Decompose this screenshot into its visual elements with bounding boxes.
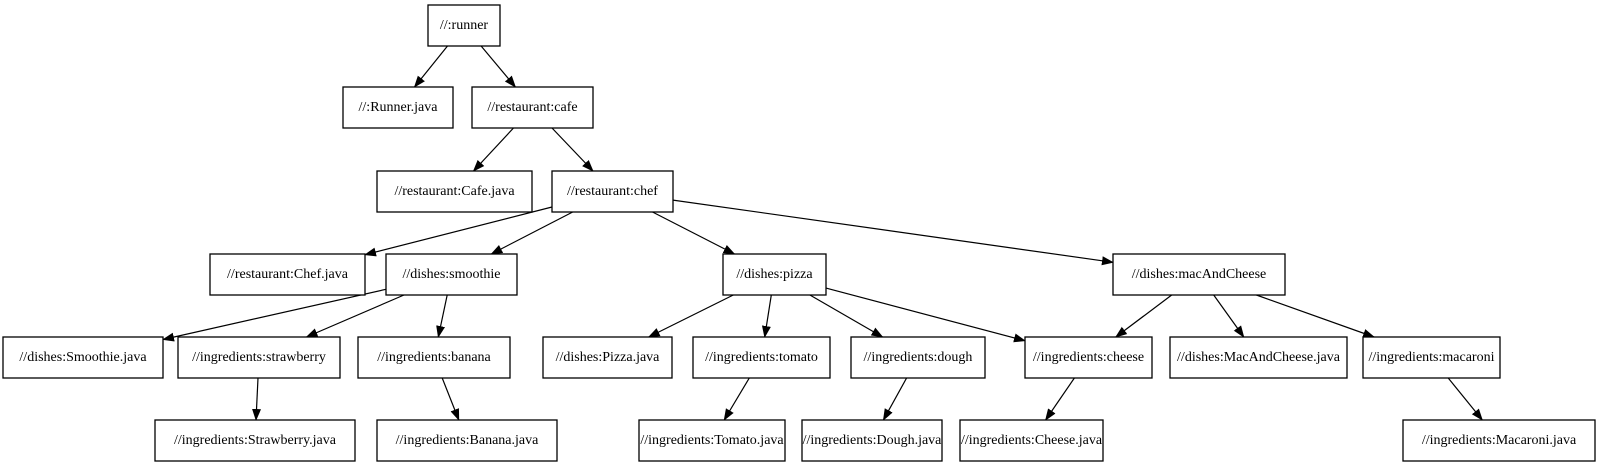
graph-node-box-pizza-java xyxy=(542,336,673,379)
graph-node-label-macaroni: //ingredients:macaroni xyxy=(1369,350,1495,365)
graph-node-label-banana: //ingredients:banana xyxy=(377,350,491,365)
graph-node-label-smoothie: //dishes:smoothie xyxy=(403,267,501,282)
graph-node-box-dough-java xyxy=(801,419,943,462)
graph-node-dough: //ingredients:dough xyxy=(850,336,986,379)
graph-node-pizza: //dishes:pizza xyxy=(722,253,827,296)
graph-node-tomato-java: //ingredients:Tomato.java xyxy=(638,419,786,462)
graph-node-macaroni: //ingredients:macaroni xyxy=(1362,336,1501,379)
graph-node-strawberry-java: //ingredients:Strawberry.java xyxy=(154,419,356,462)
graph-edge-pizza-to-tomato xyxy=(761,294,772,338)
graph-node-label-cafe: //restaurant:cafe xyxy=(487,100,577,115)
graph-node-label-mac-and-cheese: //dishes:macAndCheese xyxy=(1132,267,1267,282)
graph-edge-cheese-to-cheese-java xyxy=(1045,377,1075,421)
graph-edge-chef-to-mac-and-cheese xyxy=(672,199,1114,266)
graph-edge-dough-to-dough-java xyxy=(882,377,908,421)
graph-node-box-cheese-java xyxy=(959,419,1104,462)
node-layer: //:runner //:Runner.java //restaurant:cafe… xyxy=(2,4,1596,462)
graph-node-box-tomato xyxy=(692,336,831,379)
graph-edge-pizza-to-dough xyxy=(809,294,884,338)
graph-node-mac-and-cheese-java: //dishes:MacAndCheese.java xyxy=(1169,336,1348,379)
graph-node-label-dough-java: //ingredients:Dough.java xyxy=(803,433,943,448)
graph-node-box-strawberry xyxy=(177,336,341,379)
graph-node-label-runner: //:runner xyxy=(440,18,489,33)
graph-node-cheese-java: //ingredients:Cheese.java xyxy=(959,419,1104,462)
graph-node-label-macaroni-java: //ingredients:Macaroni.java xyxy=(1422,433,1577,448)
graph-edge-mac-and-cheese-to-mac-and-cheese-java xyxy=(1213,294,1245,338)
graph-edge-pizza-to-cheese xyxy=(825,287,1026,343)
graph-node-box-mac-and-cheese-java xyxy=(1169,336,1348,379)
graph-node-box-smoothie xyxy=(385,253,518,296)
graph-edge-cafe-to-chef xyxy=(551,127,594,172)
graph-edge-runner-to-runner-java xyxy=(413,45,448,88)
graph-node-box-macaroni-java xyxy=(1402,419,1596,462)
graph-node-label-cheese-java: //ingredients:Cheese.java xyxy=(961,433,1103,448)
graph-node-cafe: //restaurant:cafe xyxy=(471,86,594,129)
graph-node-label-chef: //restaurant:chef xyxy=(567,184,658,199)
graph-node-box-dough xyxy=(850,336,986,379)
graph-node-runner: //:runner xyxy=(427,4,501,47)
graph-node-box-cafe xyxy=(471,86,594,129)
graph-edge-mac-and-cheese-to-macaroni xyxy=(1256,294,1376,338)
graph-node-pizza-java: //dishes:Pizza.java xyxy=(542,336,673,379)
graph-node-label-smoothie-java: //dishes:Smoothie.java xyxy=(19,350,147,365)
graph-edge-chef-to-pizza xyxy=(652,211,736,255)
graph-node-strawberry: //ingredients:strawberry xyxy=(177,336,341,379)
graph-node-label-cheese: //ingredients:cheese xyxy=(1033,350,1144,365)
graph-node-tomato: //ingredients:tomato xyxy=(692,336,831,379)
graph-node-box-banana-java xyxy=(376,419,558,462)
graph-node-label-runner-java: //:Runner.java xyxy=(359,100,439,115)
graph-node-box-cafe-java xyxy=(376,170,533,213)
graph-node-box-chef xyxy=(551,170,674,213)
graph-edge-pizza-to-pizza-java xyxy=(647,294,734,338)
graph-node-chef-java: //restaurant:Chef.java xyxy=(209,253,366,296)
graph-node-box-banana xyxy=(357,336,511,379)
graph-node-label-chef-java: //restaurant:Chef.java xyxy=(227,267,349,282)
graph-node-mac-and-cheese: //dishes:macAndCheese xyxy=(1112,253,1286,296)
graph-node-box-chef-java xyxy=(209,253,366,296)
graph-node-label-strawberry-java: //ingredients:Strawberry.java xyxy=(174,433,337,448)
graph-edge-smoothie-to-banana xyxy=(436,294,448,338)
graph-node-label-strawberry: //ingredients:strawberry xyxy=(192,350,326,365)
graph-edge-tomato-to-tomato-java xyxy=(723,377,750,421)
graph-edge-runner-to-cafe xyxy=(480,45,517,88)
graph-node-box-strawberry-java xyxy=(154,419,356,462)
graph-node-cheese: //ingredients:cheese xyxy=(1024,336,1153,379)
edge-layer xyxy=(162,45,1483,421)
graph-node-runner-java: //:Runner.java xyxy=(342,86,454,129)
graph-node-banana: //ingredients:banana xyxy=(357,336,511,379)
graph-node-smoothie-java: //dishes:Smoothie.java xyxy=(2,336,164,379)
graph-node-cafe-java: //restaurant:Cafe.java xyxy=(376,170,533,213)
graph-edge-smoothie-to-strawberry xyxy=(305,294,405,338)
graph-node-box-cheese xyxy=(1024,336,1153,379)
graph-node-smoothie: //dishes:smoothie xyxy=(385,253,518,296)
graph-node-box-pizza xyxy=(722,253,827,296)
graph-node-label-dough: //ingredients:dough xyxy=(864,350,973,365)
graph-edge-chef-to-chef-java xyxy=(364,206,553,257)
graph-edge-strawberry-to-strawberry-java xyxy=(252,377,262,421)
graph-node-box-runner xyxy=(427,4,501,47)
graph-node-label-cafe-java: //restaurant:Cafe.java xyxy=(394,184,515,199)
graph-edge-smoothie-to-smoothie-java xyxy=(162,288,387,342)
graph-node-label-pizza-java: //dishes:Pizza.java xyxy=(556,350,661,365)
graph-node-box-tomato-java xyxy=(638,419,786,462)
graph-node-label-tomato: //ingredients:tomato xyxy=(705,350,818,365)
graph-node-box-runner-java xyxy=(342,86,454,129)
graph-edge-banana-to-banana-java xyxy=(441,377,460,421)
graph-node-label-mac-and-cheese-java: //dishes:MacAndCheese.java xyxy=(1177,350,1341,365)
graph-node-label-tomato-java: //ingredients:Tomato.java xyxy=(640,433,784,448)
graph-edge-chef-to-smoothie xyxy=(490,211,573,255)
graph-node-dough-java: //ingredients:Dough.java xyxy=(801,419,943,462)
graph-edge-cafe-to-cafe-java xyxy=(472,127,514,172)
graph-edge-mac-and-cheese-to-cheese xyxy=(1115,294,1173,338)
graph-node-label-pizza: //dishes:pizza xyxy=(736,267,813,282)
graph-edge-macaroni-to-macaroni-java xyxy=(1447,377,1483,421)
graph-node-banana-java: //ingredients:Banana.java xyxy=(376,419,558,462)
graph-node-label-banana-java: //ingredients:Banana.java xyxy=(396,433,539,448)
graph-node-macaroni-java: //ingredients:Macaroni.java xyxy=(1402,419,1596,462)
graph-node-chef: //restaurant:chef xyxy=(551,170,674,213)
graph-node-box-smoothie-java xyxy=(2,336,164,379)
graph-node-box-macaroni xyxy=(1362,336,1501,379)
graph-node-box-mac-and-cheese xyxy=(1112,253,1286,296)
